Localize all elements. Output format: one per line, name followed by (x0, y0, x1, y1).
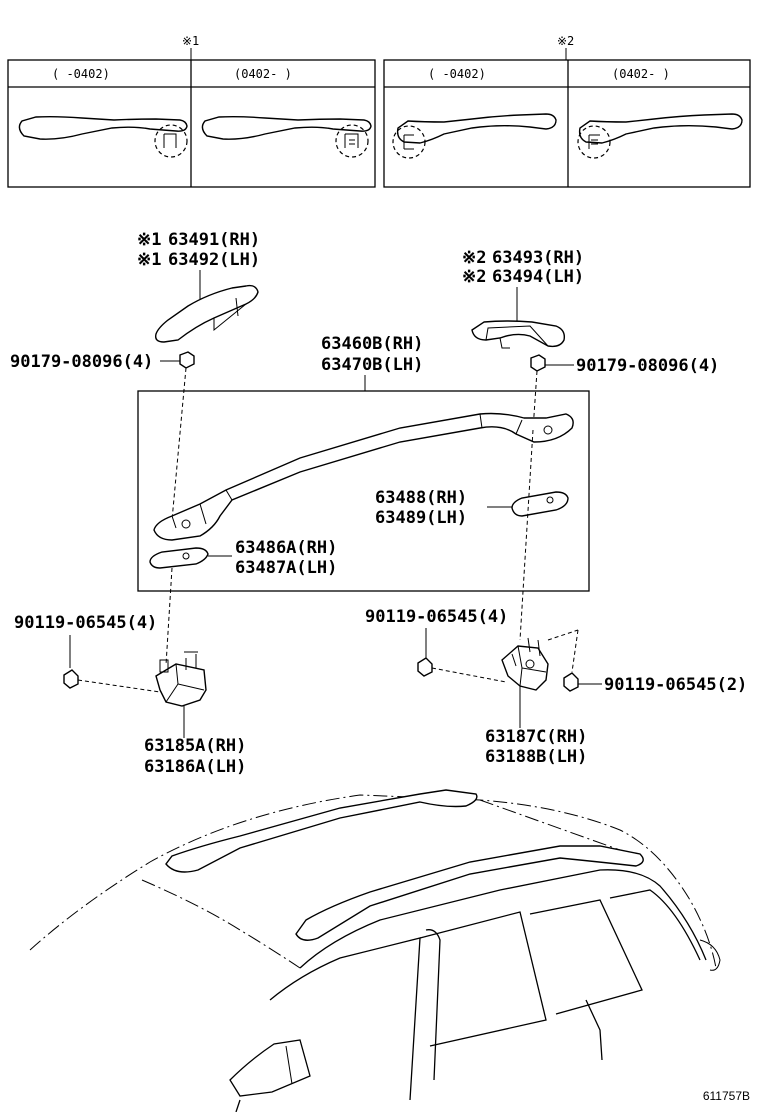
cover-rear-lh-label: 63494(LH) (492, 267, 584, 287)
nut-right-shape (530, 354, 546, 372)
variant-2-header-late: (0402- ) (612, 67, 670, 81)
bolt-mid-shape (417, 657, 433, 677)
variant-2-header-early: ( -0402) (428, 67, 486, 81)
nut-right-label: 90179-08096(4) (576, 356, 719, 376)
bracket-rear-rh-label: 63187C(RH) (485, 727, 587, 747)
bracket-front-rh-label: 63185A(RH) (144, 736, 246, 756)
rail-assembly-box (137, 390, 590, 592)
cover-rear-callout: ※2 63493(RH) ※2 63494(LH) (462, 248, 584, 349)
cover-front-rh-label: 63491(RH) (168, 230, 260, 250)
cover-rear-part (471, 320, 566, 348)
bolt-left-shape (63, 669, 79, 689)
nut-left-callout: 90179-08096(4) (10, 351, 195, 521)
cover-front-early-shape (18, 115, 188, 140)
vehicle-roof-outline (29, 789, 721, 1112)
rail-assembly: 63460B(RH) 63470B(LH) 63486A(RH) 63487A(… (137, 334, 590, 592)
pad-rear-rh-label: 63488(RH) (375, 488, 467, 508)
cover-front-mark-rh: ※1 (137, 230, 161, 250)
cover-front-late-shape (201, 115, 372, 140)
bracket-front-lh-label: 63186A(LH) (144, 757, 246, 777)
nut-left-shape (179, 351, 195, 369)
rail-part (153, 412, 574, 541)
variant-table-2: ※2 ( -0402) (0402- ) (383, 34, 751, 188)
rail-rh-label: 63460B(RH) (321, 334, 423, 354)
cover-rear-mark-lh: ※2 (462, 267, 486, 287)
variant-2-symbol: ※2 (557, 34, 574, 48)
pad-rear-part (511, 491, 569, 517)
cover-rear-mark-rh: ※2 (462, 248, 486, 268)
variant-table-1: ※1 ( -0402) (0402- ) (7, 34, 376, 188)
bolt-right-shape (563, 672, 579, 692)
nut-left-label: 90179-08096(4) (10, 352, 153, 372)
vehicle-rail-far (165, 789, 478, 873)
vehicle-rail-near (295, 845, 644, 941)
pad-front-lh-label: 63487A(LH) (235, 558, 337, 578)
bolt-right-label: 90119-06545(2) (604, 675, 747, 695)
variant-1-header-early: ( -0402) (52, 67, 110, 81)
pad-rear-lh-label: 63489(LH) (375, 508, 467, 528)
bracket-front-callout: 90119-06545(4) 63185A(RH) 63186A(LH) (14, 613, 246, 777)
bracket-rear-lh-label: 63188B(LH) (485, 747, 587, 767)
cover-front-mark-lh: ※1 (137, 250, 161, 270)
cover-front-callout: ※1 63491(RH) ※1 63492(LH) (137, 230, 260, 343)
variant-1-symbol: ※1 (182, 34, 199, 48)
cover-rear-late-shape (578, 113, 743, 144)
bolt-mid-label: 90119-06545(4) (365, 607, 508, 627)
cover-front-lh-label: 63492(LH) (168, 250, 260, 270)
rail-lh-label: 63470B(LH) (321, 355, 423, 375)
variant-1-header-late: (0402- ) (234, 67, 292, 81)
bracket-rear-callout: 90119-06545(4) 90119-06545(2) 63187C(RH)… (365, 607, 747, 767)
figure-code: 611757B (703, 1089, 750, 1103)
cover-front-part (154, 284, 259, 343)
pad-front-rh-label: 63486A(RH) (235, 538, 337, 558)
cover-rear-rh-label: 63493(RH) (492, 248, 584, 268)
pad-front-part (149, 547, 209, 569)
bolt-left-label: 90119-06545(4) (14, 613, 157, 633)
cover-rear-early-shape (396, 113, 557, 144)
